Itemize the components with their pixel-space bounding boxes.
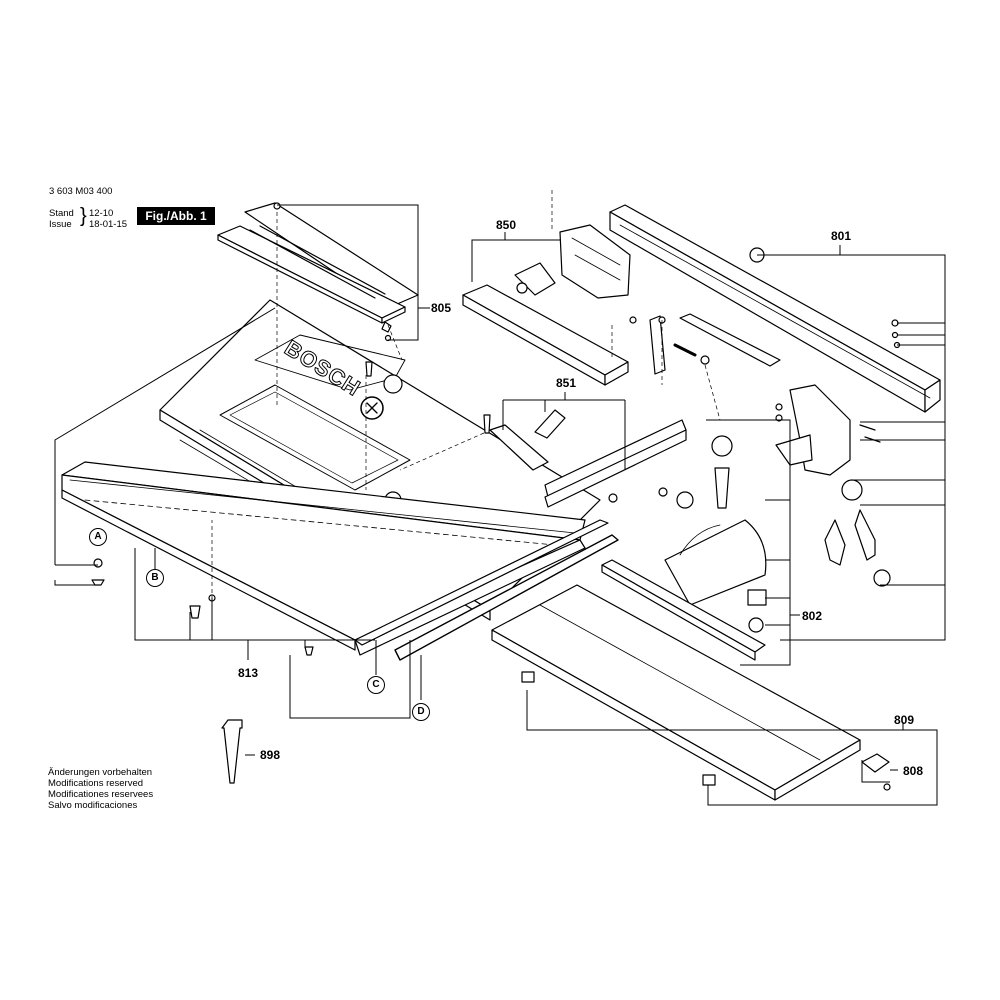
footer-note-fr: Modificationes reservees xyxy=(48,789,154,800)
marker-b: B xyxy=(146,569,164,587)
callout-809: 809 xyxy=(893,713,915,727)
marker-a: A xyxy=(89,528,107,546)
fence-rail xyxy=(609,204,941,413)
footer-notes: Änderungen vorbehalten Modifications res… xyxy=(48,767,153,811)
callout-851: 851 xyxy=(555,376,577,390)
callout-801: 801 xyxy=(830,229,852,243)
stand-label: Stand xyxy=(49,208,74,219)
figure-badge: Fig./Abb. 1 xyxy=(137,207,215,225)
footer-note-es: Salvo modificaciones xyxy=(48,800,138,811)
marker-d: D xyxy=(412,703,430,721)
callout-850: 850 xyxy=(495,218,517,232)
callout-813: 813 xyxy=(237,666,259,680)
callout-808: 808 xyxy=(902,764,924,778)
issue-label: Issue xyxy=(49,219,72,230)
footer-note-de: Änderungen vorbehalten xyxy=(48,767,153,778)
marker-c: C xyxy=(367,676,385,694)
table-insert-plate xyxy=(217,202,419,324)
rip-fence xyxy=(462,224,631,386)
footer-note-en: Modifications reserved xyxy=(48,778,144,789)
issue-value: 18-01-15 xyxy=(89,219,128,230)
stand-value: 12-10 xyxy=(89,208,114,219)
callout-802: 802 xyxy=(801,609,823,623)
extension-table xyxy=(491,584,861,801)
brace-icon: } xyxy=(80,205,87,227)
callout-898: 898 xyxy=(259,748,281,762)
callout-805: 805 xyxy=(430,301,452,315)
doc-number: 3 603 M03 400 xyxy=(49,186,113,197)
side-rail xyxy=(61,461,586,656)
